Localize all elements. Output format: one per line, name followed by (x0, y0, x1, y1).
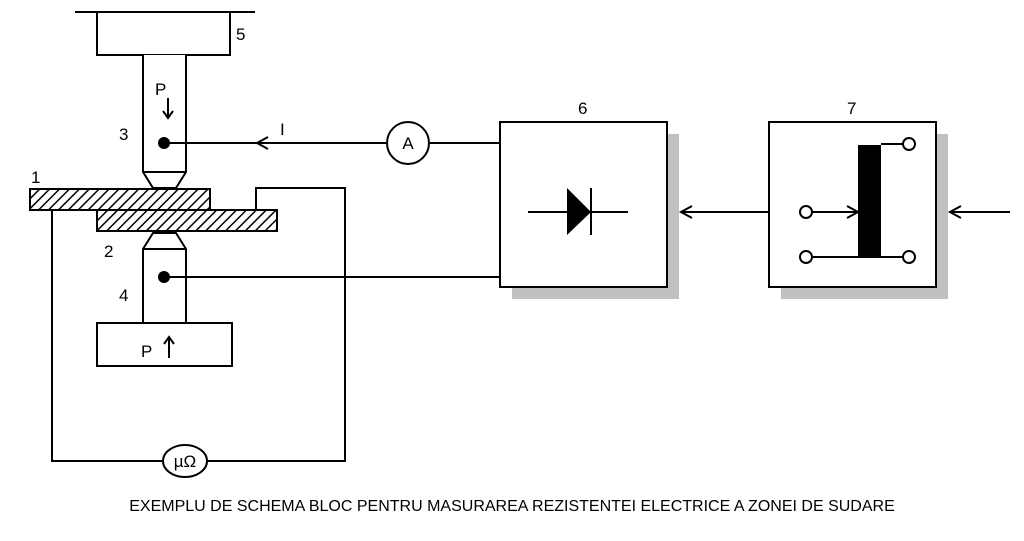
label-4: 4 (119, 286, 128, 305)
welding-resistance-diagram: 1 2 3 4 5 6 7 P P I A µΩ (29, 11, 1010, 478)
force-arrow-down-icon (162, 98, 174, 120)
diagram-caption: EXEMPLU DE SCHEMA BLOC PENTRU MASURAREA … (129, 498, 895, 515)
rectifier-block (499, 121, 679, 299)
ammeter (386, 121, 430, 165)
transformer-to-rectifier-arrow (678, 205, 769, 219)
microohmmeter (162, 444, 208, 478)
workpiece-sheet-2 (96, 209, 278, 232)
current-circuit-wires (170, 142, 500, 278)
force-arrow-up-icon (163, 335, 175, 358)
label-microohmmeter: µΩ (174, 452, 197, 471)
label-5: 5 (236, 25, 245, 44)
upper-electrode-holder (75, 11, 255, 56)
label-6: 6 (578, 99, 587, 118)
transformer-core (858, 145, 881, 258)
transformer-block (768, 121, 948, 299)
label-ammeter: A (402, 134, 414, 153)
label-2: 2 (104, 242, 113, 261)
measurement-circuit-wires (51, 187, 346, 462)
lower-electrode (142, 232, 187, 323)
label-3: 3 (119, 125, 128, 144)
input-arrow (947, 205, 1010, 219)
current-direction-arrow-icon (254, 136, 269, 150)
lower-electrode-holder (96, 322, 233, 367)
workpiece-sheet-1 (29, 188, 211, 211)
label-force-top: P (155, 80, 166, 99)
label-force-bottom: P (141, 342, 152, 361)
label-1: 1 (31, 168, 40, 187)
diode-icon (567, 188, 591, 235)
upper-electrode (142, 55, 187, 189)
label-7: 7 (847, 99, 856, 118)
label-current: I (280, 120, 285, 139)
